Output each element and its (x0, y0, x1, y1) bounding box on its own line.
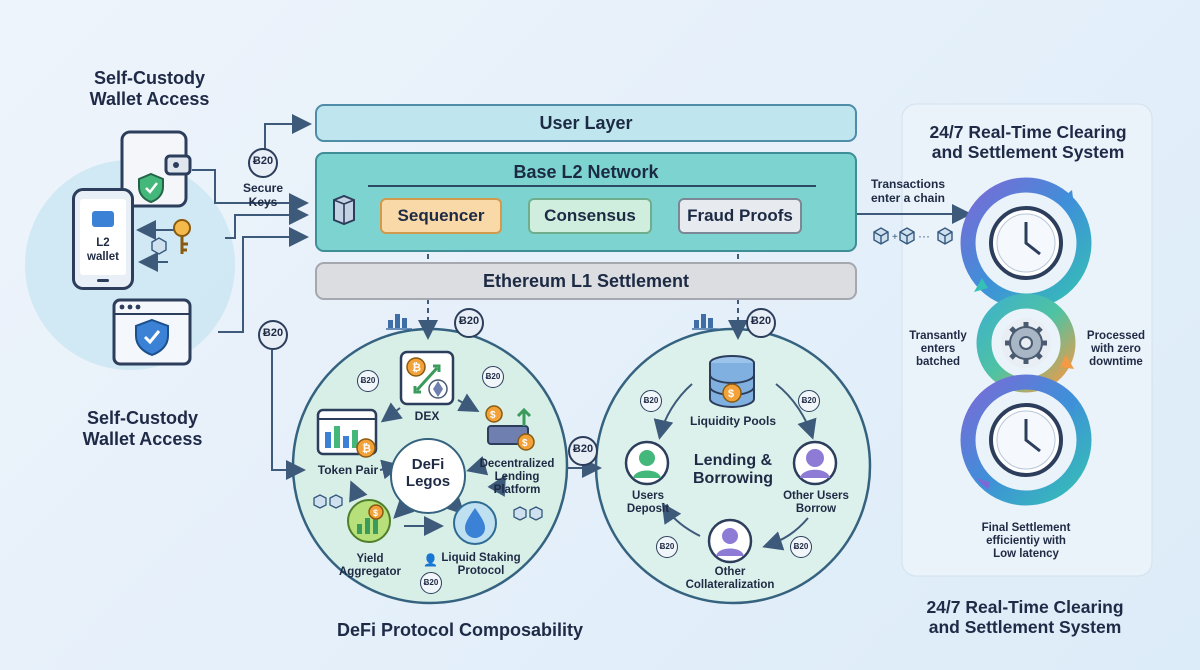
bar-chart-icon-1 (386, 314, 412, 330)
arrow-collateral-deposit (661, 502, 701, 537)
svg-text:$: $ (522, 438, 528, 449)
shield-icon (138, 172, 164, 204)
token-badge-small-4: Ƀ20 (640, 390, 662, 412)
liquid-staking-label: Liquid Staking Protocol (441, 552, 521, 578)
arrow-to-user-layer (264, 114, 312, 160)
wallet-title-top: Self-Custody Wallet Access (89, 68, 210, 109)
other-users-borrow-label: Other Users Borrow (783, 490, 849, 516)
defi-caption: DeFi Protocol Composability (336, 620, 584, 640)
svg-text:$: $ (373, 508, 378, 518)
liquidity-pools-label: Liquidity Pools (690, 414, 776, 428)
arrow-dex-lending (457, 393, 480, 412)
users-deposit-label: Users Deposit (626, 490, 670, 516)
token-badge-small-2: Ƀ20 (482, 366, 504, 388)
arrow-borrow-collateral (762, 517, 809, 551)
svg-text:···: ··· (918, 229, 930, 243)
token-symbol: 20 (260, 155, 274, 167)
token-pair-label: Token Pair (317, 463, 379, 477)
token-20-label-1: Ƀ20 (252, 155, 274, 167)
token-20-badge-3 (454, 308, 484, 338)
chain-blocks-icon: + ··· (873, 227, 953, 245)
ethereum-l1-settlement[interactable]: Ethereum L1 Settlement (315, 262, 857, 300)
fraud-proofs-box[interactable]: Fraud Proofs (678, 198, 802, 234)
transactions-enter-label: Transactions enter a chain (870, 177, 946, 205)
liquid-staking-icon (453, 501, 497, 545)
phone-icon: L2 wallet (72, 188, 134, 290)
settlement-title-bottom: 24/7 Real-Time Clearing and Settlement S… (926, 597, 1124, 638)
svg-text:$: $ (490, 410, 496, 421)
bar-chart-icon-2 (692, 314, 718, 330)
token-badge-small-6: Ƀ20 (656, 536, 678, 558)
arrow-browser-to-base (218, 227, 309, 333)
user-deposit-avatar (624, 440, 670, 486)
arrow-pools-borrow (775, 383, 817, 440)
wallet-card-icon (92, 211, 114, 227)
batched-label: Transantly enters batched (909, 330, 967, 369)
token-badge-small-5: Ƀ20 (798, 390, 820, 412)
arrow-hub-2 (466, 455, 489, 476)
settlement-cycle-diagram (960, 177, 1092, 506)
yield-aggregator-label: Yield Aggregator (339, 553, 401, 579)
wallet-icon (120, 130, 192, 208)
token-20-label-5: Ƀ20 (572, 443, 594, 455)
sequencer-box[interactable]: Sequencer (380, 198, 502, 234)
arrow-dex-tokenpair (380, 402, 403, 423)
consensus-box[interactable]: Consensus (528, 198, 652, 234)
svg-text:₿: ₿ (362, 443, 371, 455)
yield-aggregator-icon: $ (347, 499, 391, 543)
svg-text:₿: ₿ (412, 362, 421, 374)
user-layer[interactable]: User Layer (315, 104, 857, 142)
lending-platform-icon: $ $ (485, 405, 535, 451)
arrow-yield-tokenpair (349, 480, 368, 503)
other-collateralization-label: Other Collateralization (685, 566, 775, 592)
token-20-label-2: Ƀ20 (262, 327, 284, 339)
svg-text:$: $ (728, 388, 734, 400)
user-borrow-avatar (792, 440, 838, 486)
arrow-to-defi (271, 350, 306, 480)
secure-keys-label: Secure Keys (242, 181, 284, 209)
lending-platform-label: Decentralized Lending Platform (479, 458, 555, 497)
token-badge-small-1: Ƀ20 (357, 370, 379, 392)
base-l2-divider (368, 185, 816, 187)
defi-legos-hub[interactable] (390, 438, 466, 514)
dex-icon: ₿ (399, 350, 455, 406)
token-20-badge-1 (248, 148, 278, 178)
token-20-badge-4 (746, 308, 776, 338)
token-20-label-3: Ƀ20 (458, 315, 480, 327)
settlement-title-top: 24/7 Real-Time Clearing and Settlement S… (929, 122, 1127, 163)
defi-legos-label: DeFi Legos (405, 456, 451, 491)
node-server-icon (333, 194, 355, 226)
blocks-icon-1 (313, 494, 343, 509)
processed-label: Processed with zero downtime (1086, 330, 1146, 369)
phone-label: L2 wallet (87, 237, 119, 263)
lending-borrowing-label: Lending & Borrowing (693, 452, 773, 488)
wallet-title-bottom: Self-Custody Wallet Access (82, 408, 203, 449)
token-20-label-4: Ƀ20 (750, 315, 772, 327)
arrow-pools-deposit (653, 383, 693, 440)
arrow-staking-lending (487, 474, 506, 497)
arrow-key-to-base (225, 205, 309, 239)
blocks-icon-2 (513, 506, 543, 521)
arrow-wallet-to-base (192, 169, 309, 213)
collateral-avatar (707, 518, 753, 564)
final-settlement-label: Final Settlement efficientiy with Low la… (981, 522, 1071, 561)
user-icon-small: 👤 (423, 553, 438, 567)
token-badge-small-3: Ƀ20 (420, 572, 442, 594)
token-20-badge-2 (258, 320, 288, 350)
dex-label: DEX (414, 409, 440, 423)
token-pair-chart-icon: ₿ (316, 408, 378, 458)
secure-browser-icon (112, 298, 192, 366)
token-20-badge-5 (568, 436, 598, 466)
base-l2-title: Base L2 Network (513, 162, 659, 182)
key-icon (151, 219, 191, 255)
token-badge-small-7: Ƀ20 (790, 536, 812, 558)
svg-text:+: + (892, 232, 898, 243)
liquidity-pools-icon: $ (709, 355, 755, 409)
